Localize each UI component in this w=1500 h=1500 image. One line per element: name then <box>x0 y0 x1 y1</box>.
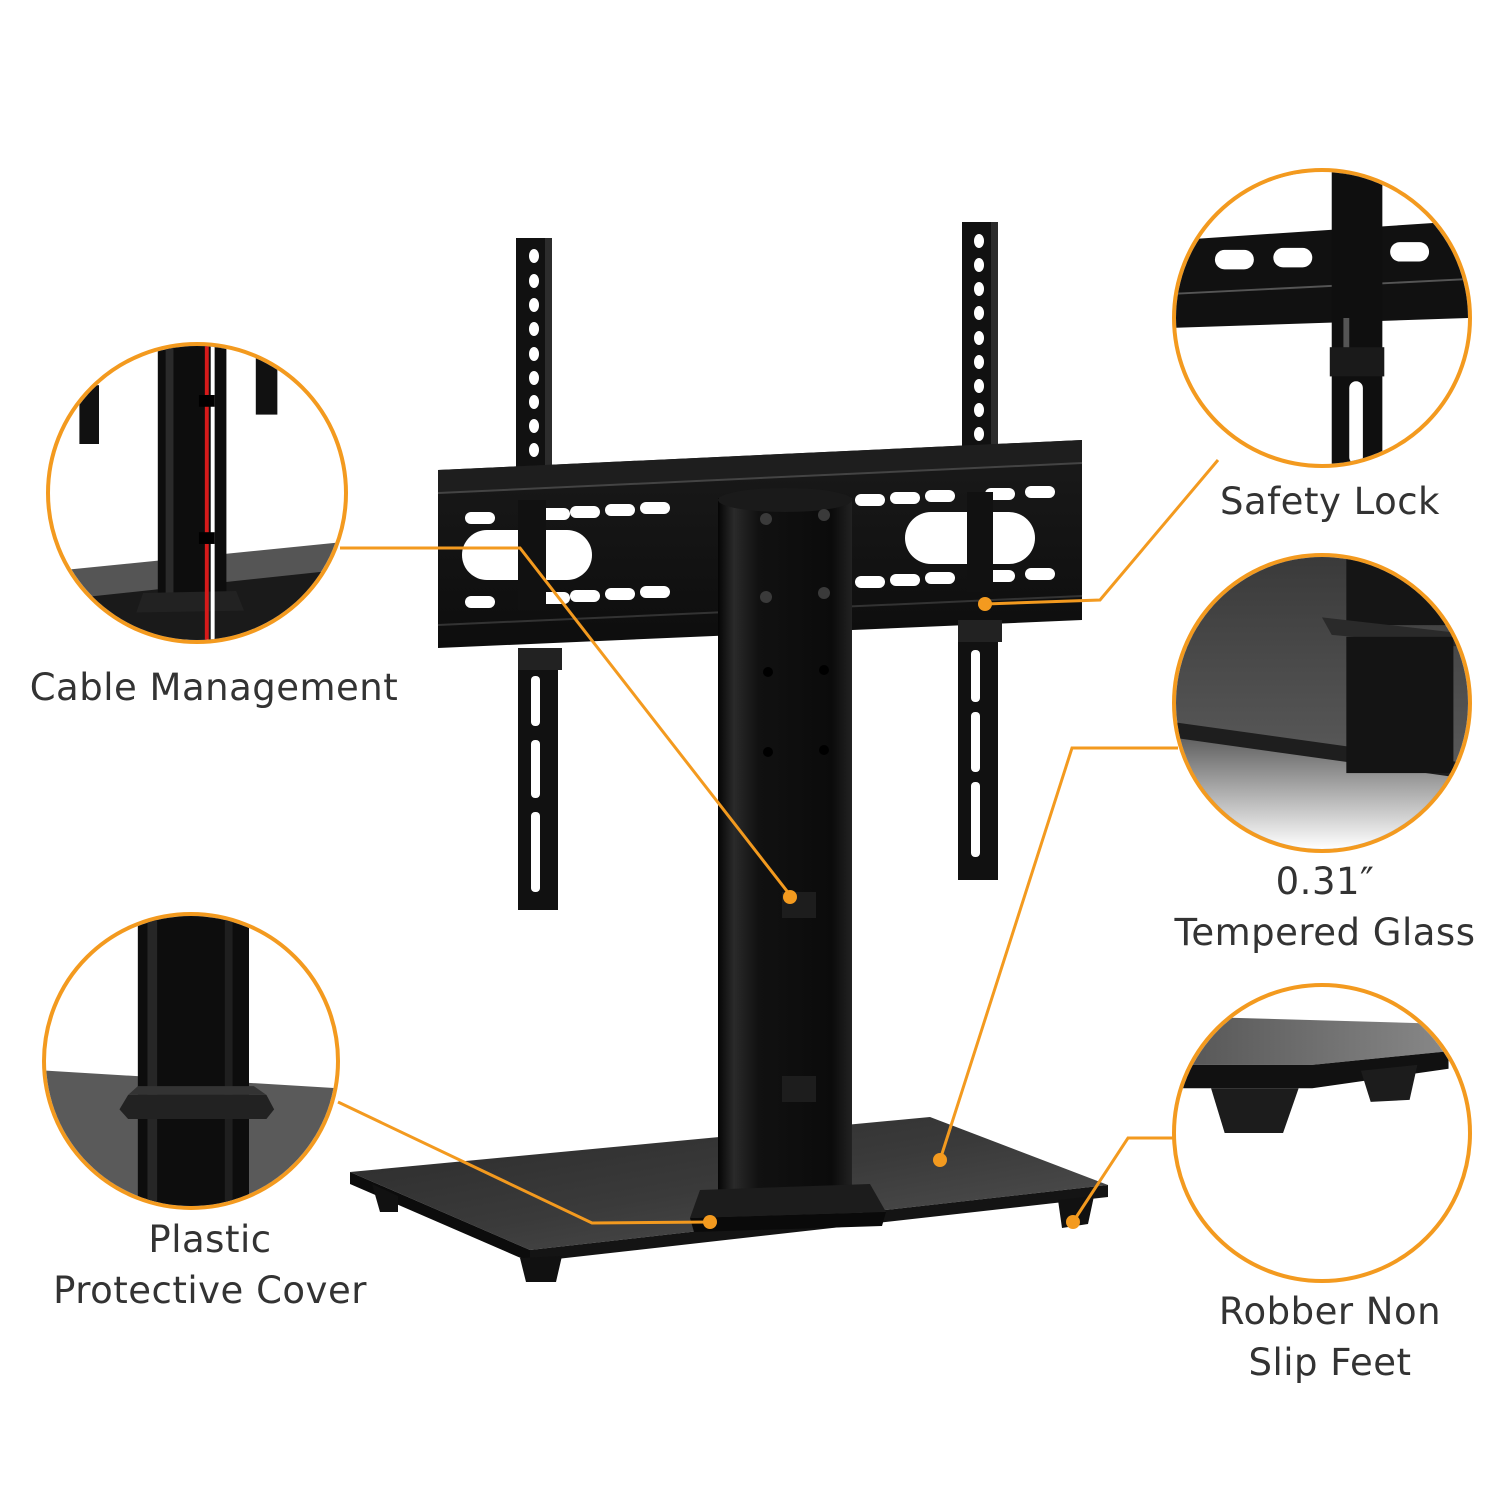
slip-feet-text: Slip Feet <box>1248 1341 1412 1384</box>
right-upper-arm <box>962 222 998 462</box>
tempered-glass-text: Tempered Glass <box>1174 911 1476 954</box>
non-slip-feet-label: Robber Non Slip Feet <box>1170 1286 1490 1388</box>
center-pole <box>690 488 886 1232</box>
left-upper-arm <box>516 238 552 478</box>
cable-management-detail-image <box>50 346 344 640</box>
right-lower-arm <box>958 620 1002 880</box>
left-lower-arm <box>518 648 562 910</box>
glass-thickness-text: 0.31″ <box>1275 860 1375 903</box>
tempered-glass-detail-image <box>1176 557 1468 849</box>
cable-management-label: Cable Management <box>14 662 414 713</box>
plastic-cover-label: Plastic Protective Cover <box>30 1214 390 1316</box>
plastic-cover-detail-image <box>46 916 336 1206</box>
cable-management-text: Cable Management <box>29 666 399 709</box>
callout-lines <box>337 459 1220 1225</box>
safety-lock-detail-circle <box>1172 168 1472 468</box>
plastic-text: Plastic <box>148 1218 272 1261</box>
tempered-glass-detail-circle <box>1172 553 1472 853</box>
non-slip-feet-detail-circle <box>1172 983 1472 1283</box>
protective-cover-text: Protective Cover <box>53 1269 367 1312</box>
cable-management-detail-circle <box>46 342 348 644</box>
robber-non-text: Robber Non <box>1218 1290 1442 1333</box>
plastic-cover-detail-circle <box>42 912 340 1210</box>
safety-lock-label: Safety Lock <box>1170 476 1490 527</box>
non-slip-feet-detail-image <box>1176 1016 1449 1133</box>
safety-lock-text: Safety Lock <box>1220 480 1440 523</box>
tempered-glass-label: 0.31″ Tempered Glass <box>1140 856 1500 958</box>
safety-lock-detail-image <box>1176 172 1468 464</box>
callout-dots <box>703 597 1080 1229</box>
